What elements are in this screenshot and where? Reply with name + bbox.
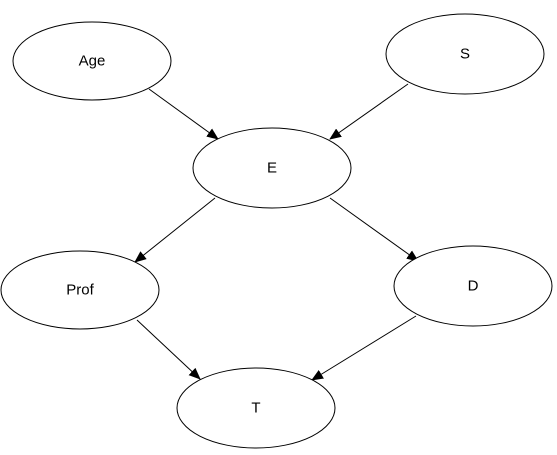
edge-prof-to-t bbox=[136, 319, 201, 380]
node-d: D bbox=[393, 245, 553, 327]
edge-s-to-e bbox=[329, 83, 409, 140]
edge-age-to-e bbox=[148, 88, 219, 140]
node-e-ellipse bbox=[192, 127, 352, 209]
node-d-ellipse bbox=[393, 245, 553, 327]
node-s-label: S bbox=[460, 46, 470, 63]
node-age-label: Age bbox=[79, 53, 106, 70]
node-s: S bbox=[385, 13, 545, 95]
node-prof-label: Prof bbox=[66, 282, 94, 299]
node-age: Age bbox=[12, 21, 172, 101]
node-prof-ellipse bbox=[0, 250, 160, 330]
node-e: E bbox=[192, 127, 352, 209]
node-t-ellipse bbox=[176, 367, 336, 449]
node-t: T bbox=[176, 367, 336, 449]
node-d-label: D bbox=[468, 278, 479, 295]
node-prof: Prof bbox=[0, 250, 160, 330]
edge-e-to-d bbox=[329, 197, 419, 262]
edge-e-to-prof bbox=[134, 197, 216, 263]
edges bbox=[134, 83, 419, 381]
node-e-label: E bbox=[267, 160, 277, 177]
node-age-ellipse bbox=[12, 21, 172, 101]
node-s-ellipse bbox=[385, 13, 545, 95]
node-t-label: T bbox=[251, 400, 260, 417]
edge-d-to-t bbox=[311, 315, 417, 381]
